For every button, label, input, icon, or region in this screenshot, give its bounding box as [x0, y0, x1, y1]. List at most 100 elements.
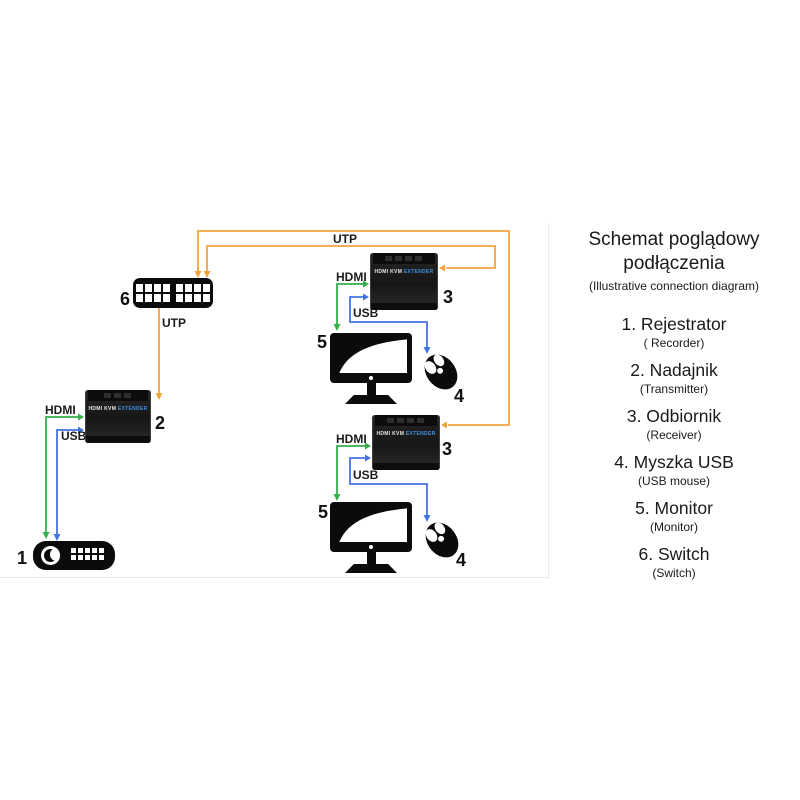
- mouse2-icon: [425, 522, 459, 558]
- usb-arrowhead: [365, 454, 371, 462]
- monitor-stand-neck: [366, 383, 376, 395]
- transmitter-face-text: HDMI KVM EXTENDER: [85, 406, 151, 412]
- legend-item-name: 5. Monitor: [635, 498, 713, 518]
- receiver2-base: [373, 463, 439, 470]
- receiver2-ports: [374, 415, 438, 426]
- transmitter-base: [86, 436, 150, 443]
- switch-port-group: [176, 284, 210, 302]
- network-switch-icon: [133, 278, 213, 308]
- legend-item-name: 1. Rejestrator: [621, 314, 727, 334]
- monitor-power-led: [369, 545, 373, 549]
- legend-item-name: 2. Nadajnik: [630, 360, 718, 380]
- legend-item-translation: (Monitor): [649, 520, 698, 534]
- usb-label-receiver1: USB: [353, 306, 379, 320]
- usb-label-receiver2: USB: [353, 468, 379, 482]
- hdmi-label-transmitter: HDMI: [45, 403, 76, 417]
- monitor-stand-neck: [366, 552, 376, 564]
- usb-cable-recorder-to-transmitter: [56, 429, 79, 534]
- receiver1-base: [371, 303, 437, 310]
- hdmi-cable-recorder-to-transmitter: [45, 416, 79, 532]
- legend-item-switch: 6. Switch (Switch): [548, 544, 800, 580]
- monitor-stand-base: [345, 564, 397, 573]
- usb-label-transmitter: USB: [61, 429, 87, 443]
- utp-arrowhead: [439, 264, 445, 272]
- recorder-icon: [33, 541, 115, 570]
- legend-item-recorder: 1. Rejestrator ( Recorder): [548, 314, 800, 350]
- receiver1-face-text: HDMI KVM EXTENDER: [370, 269, 438, 275]
- legend-item-name: 6. Switch: [638, 544, 710, 564]
- screen-swoosh: [335, 507, 407, 542]
- hdmi-arrowhead: [78, 413, 84, 421]
- hdmi-arrowhead: [333, 324, 341, 331]
- legend-item-name: 3. Odbiornik: [626, 406, 722, 426]
- switch-port-group: [136, 284, 170, 302]
- hdmi-arrowhead: [333, 494, 341, 501]
- hdmi-arrowhead: [42, 532, 50, 539]
- receiver1-ports: [372, 253, 436, 264]
- legend-item-name: 4. Myszka USB: [614, 452, 734, 472]
- mouse1-number: 4: [454, 386, 465, 406]
- transmitter-device: HDMI KVM EXTENDER: [85, 390, 151, 443]
- device-model-text: EXTENDER: [117, 406, 148, 412]
- device-brand-text: HDMI KVM: [88, 406, 117, 412]
- monitor-power-led: [369, 376, 373, 380]
- legend-item-translation: (Receiver): [646, 428, 702, 442]
- hdmi-arrowhead: [363, 280, 369, 288]
- usb-arrowhead: [423, 347, 431, 354]
- receiver1-device: HDMI KVM EXTENDER: [370, 253, 438, 310]
- switch-number: 6: [120, 289, 131, 309]
- legend-item-translation: ( Recorder): [643, 336, 705, 350]
- usb-arrowhead: [53, 534, 61, 541]
- receiver2-face-text: HDMI KVM EXTENDER: [372, 431, 440, 437]
- legend-title: Schemat poglądowy podłączenia: [588, 229, 760, 274]
- usb-arrowhead: [78, 426, 84, 434]
- legend-item-translation: (Switch): [652, 566, 696, 580]
- device-model-text: EXTENDER: [403, 269, 434, 275]
- monitor-screen: [335, 507, 407, 542]
- usb-arrowhead: [363, 293, 369, 301]
- utp-label-switch: UTP: [162, 316, 186, 330]
- legend-list: 1. Rejestrator ( Recorder) 2. Nadajnik (…: [548, 314, 800, 580]
- mouse2-number: 4: [456, 550, 467, 570]
- monitor1-icon: [330, 333, 412, 404]
- device-brand-text: HDMI KVM: [376, 431, 405, 437]
- hdmi-label-receiver1: HDMI: [336, 270, 367, 284]
- monitor2-number: 5: [318, 502, 329, 522]
- utp-cable-switch-to-receiver2: [197, 230, 510, 426]
- diagram-panel-border: [1, 223, 549, 578]
- utp-label-top: UTP: [333, 232, 357, 246]
- monitor-frame: [330, 333, 412, 383]
- legend-item-translation: (USB mouse): [637, 474, 711, 488]
- monitor1-number: 5: [317, 332, 328, 352]
- hdmi-arrowhead: [365, 442, 371, 450]
- legend-subtitle: (Illustrative connection diagram): [588, 279, 760, 293]
- monitor-frame: [330, 502, 412, 552]
- legend-panel: Schemat poglądowy podłączenia (Illustrat…: [548, 228, 800, 590]
- utp-arrowhead: [194, 271, 202, 278]
- device-brand-text: HDMI KVM: [374, 269, 403, 275]
- monitor-stand-base: [345, 395, 397, 404]
- legend-item-monitor: 5. Monitor (Monitor): [548, 498, 800, 534]
- mouse1-icon: [424, 354, 458, 390]
- receiver2-device: HDMI KVM EXTENDER: [372, 415, 440, 470]
- screen-swoosh: [335, 338, 407, 373]
- hdmi-cable-receiver2-to-monitor2: [336, 445, 365, 494]
- receiver1-number: 3: [443, 287, 454, 307]
- legend-item-transmitter: 2. Nadajnik (Transmitter): [548, 360, 800, 396]
- utp-cable-switch-to-receiver1: [206, 245, 496, 272]
- usb-cable-receiver2-to-mouse2: [349, 457, 428, 515]
- utp-arrowhead: [441, 421, 447, 429]
- usb-cable-receiver1-to-mouse1: [349, 296, 428, 347]
- transmitter-number: 2: [155, 413, 166, 433]
- recorder-number: 1: [17, 548, 28, 568]
- utp-arrowhead: [203, 271, 211, 278]
- device-model-text: EXTENDER: [405, 431, 436, 437]
- usb-arrowhead: [423, 515, 431, 522]
- hdmi-cable-receiver1-to-monitor1: [336, 283, 363, 324]
- utp-arrowhead: [155, 393, 163, 400]
- legend-item-translation: (Transmitter): [639, 382, 709, 396]
- power-moon-icon: [41, 546, 60, 565]
- legend-item-usb-mouse: 4. Myszka USB (USB mouse): [548, 452, 800, 488]
